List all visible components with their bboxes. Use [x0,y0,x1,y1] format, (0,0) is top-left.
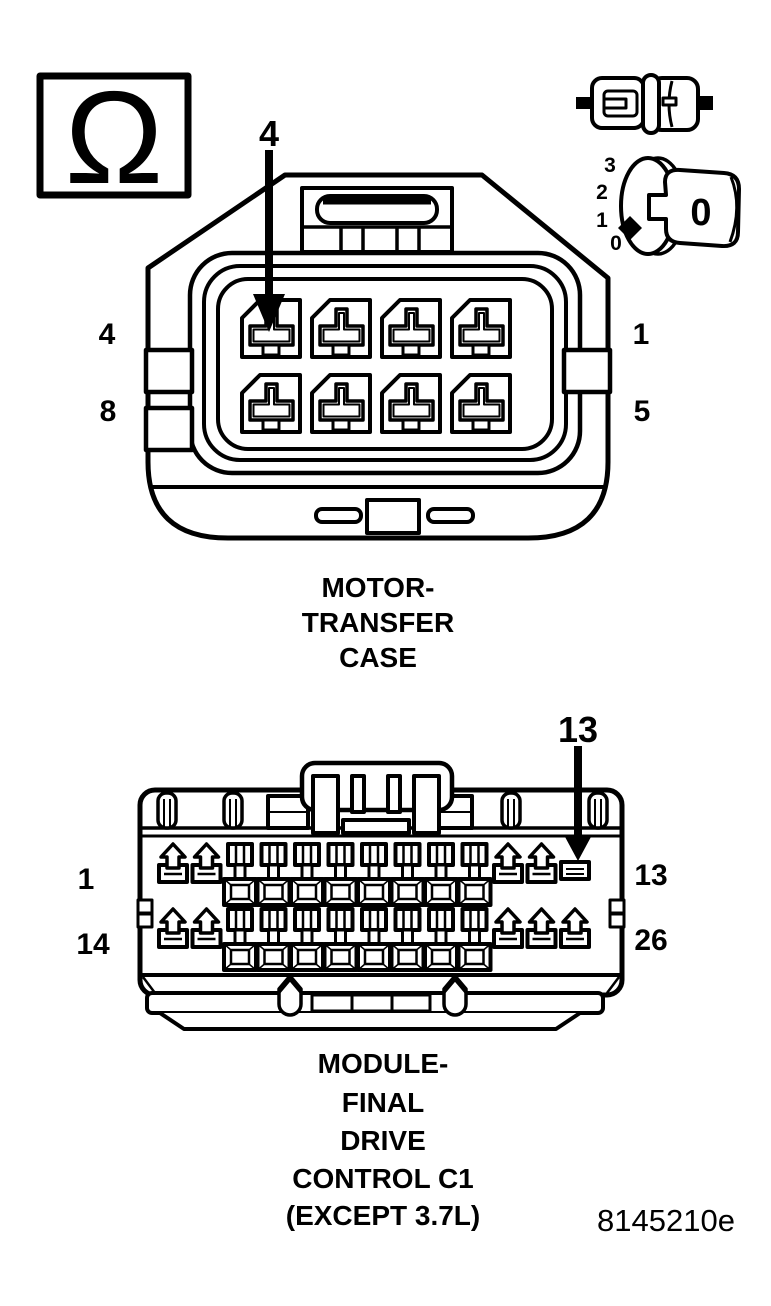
connector-disconnect-icon [576,73,713,135]
pin-label-1: 1 [633,318,650,351]
pin-label-13: 13 [634,859,667,892]
pin-cavity-6 [380,373,442,434]
final-drive-module-connector [136,760,626,1031]
caption-line: CONTROL C1 [292,1163,474,1194]
ohmmeter-box [36,72,192,199]
dial-scale-3: 3 [604,154,616,177]
figure-id: 8145210e [597,1203,735,1238]
pin-label-14: 14 [76,928,110,961]
selector-dial-icon: 0 3 2 1 0 [596,154,741,256]
top-connector-caption: MOTOR- TRANSFER CASE [302,572,454,673]
edge-notch [608,898,626,915]
caption-line: MODULE- [318,1048,449,1079]
motor-transfer-case-connector [143,172,613,541]
wire-stub-left [576,97,593,109]
caption-line: CASE [339,642,417,673]
wire-stub-right [696,96,713,110]
callout-arrow-shaft [265,150,273,297]
pin-cavity-3 [310,298,372,359]
caption-line: (EXCEPT 3.7L) [286,1200,480,1231]
pin13-callout: 13 [558,709,598,861]
dial-pointer-diamond [618,216,642,240]
pin-cavity-1 [450,298,512,359]
pin-label-8: 8 [100,395,117,428]
pin-label-4: 4 [99,318,116,351]
pin4-callout-label: 4 [259,113,279,154]
dial-knob-label: 0 [690,192,711,234]
callout-arrow-shaft [574,746,582,838]
dial-scale-0: 0 [610,232,622,255]
mount-peg [277,974,303,1017]
mount-peg [442,974,468,1017]
side-tab [143,405,195,453]
pin-cavity-2 [380,298,442,359]
dial-key [647,167,741,249]
callout-arrowhead [564,835,592,861]
pin-label-26: 26 [634,924,667,957]
pin13-callout-label: 13 [558,709,598,750]
pin-cavity-8 [240,373,302,434]
pin-cavity-7 [310,373,372,434]
side-tab [561,347,613,395]
key-block [365,498,421,535]
latch-tower [300,186,454,254]
pin-label-1: 1 [78,863,95,896]
dial-scale-2: 2 [596,181,608,204]
edge-notch [136,912,154,929]
pin4-callout: 4 [253,113,285,332]
pin-label-5: 5 [634,395,651,428]
caption-line: TRANSFER [302,607,454,638]
caption-line: MOTOR- [321,572,434,603]
caption-line: FINAL [342,1087,424,1118]
keying-ribs [156,791,609,830]
callout-arrowhead [253,294,285,332]
ohm-icon: Ω [65,64,164,211]
dial-scale-1: 1 [596,209,608,232]
pin-13 [559,860,591,881]
caption-line: DRIVE [340,1125,426,1156]
key-slot [314,507,363,524]
base-lip [158,1011,582,1031]
edge-notch [608,912,626,929]
latch [299,760,455,835]
side-tab [143,347,195,395]
edge-notch [136,898,154,915]
bottom-connector-caption: MODULE- FINAL DRIVE CONTROL C1 (EXCEPT 3… [286,1048,480,1231]
pin-cavity-5 [450,373,512,434]
ohmmeter-symbol: Ω [36,64,192,211]
key-slot [426,507,475,524]
